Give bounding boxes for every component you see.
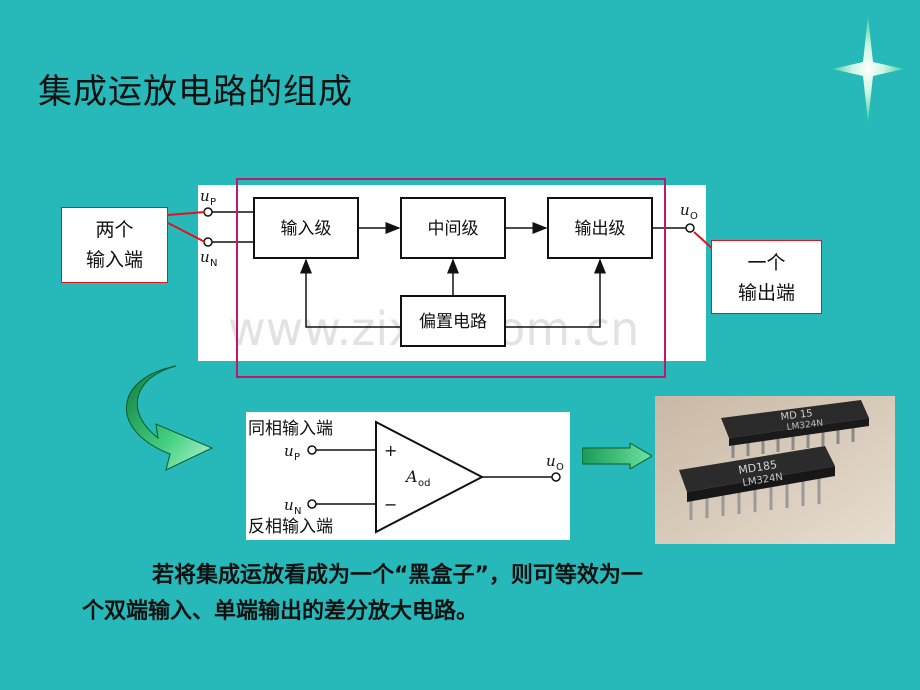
ic-chip-photo: MD 15 LM324N MD185 LM324N [655, 396, 895, 544]
caption-line2: 个双端输入、单端输出的差分放大电路。 [82, 599, 479, 624]
noninverting-input-label: 同相输入端 [248, 419, 333, 439]
minus-sign: − [384, 495, 397, 514]
opamp-uo-sub: O [556, 462, 564, 473]
label-up: u [200, 187, 210, 205]
opamp-un-label: u [284, 496, 294, 514]
sparkle-star-icon [832, 16, 904, 122]
callout-inputs-line1: 两个 [95, 219, 134, 241]
callout-connector-inputs [167, 211, 206, 243]
inverting-input-label: 反相输入端 [248, 517, 333, 537]
opamp-triangle [375, 420, 485, 534]
label-uo: u [680, 201, 690, 219]
opamp-input-p [307, 445, 317, 455]
chip-front: MD185 LM324N [679, 446, 835, 520]
gain-sub: od [418, 478, 430, 489]
opamp-up-label: u [284, 442, 294, 460]
opamp-output [551, 472, 561, 482]
bias-circuit-block [400, 295, 506, 347]
callout-output-line2: 输出端 [737, 282, 795, 304]
callout-connector-output [693, 231, 715, 251]
input-stage-label: 输入级 [281, 219, 332, 239]
highlight-frame [236, 178, 666, 378]
caption: 若将集成运放看成为一个“黑盒子”，则可等效为一 个双端输入、单端输出的差分放大电… [82, 558, 842, 630]
terminal-out [685, 223, 695, 233]
right-arrow-icon [582, 443, 652, 469]
label-up-sub: P [210, 197, 216, 208]
label-un: u [200, 248, 210, 266]
opamp-uo-label: u [546, 452, 556, 470]
opamp-up-sub: P [294, 452, 300, 463]
callout-one-output: 一个 输出端 [711, 240, 822, 314]
block-diagram: www.zixin.com.cn u P u N 输入级 中间级 输出级 偏置电… [200, 187, 698, 356]
bias-circuit-label: 偏置电路 [419, 312, 487, 332]
plus-sign: + [384, 441, 397, 460]
input-stage-block [253, 197, 359, 259]
chip-back-marking2: LM324N [786, 419, 824, 433]
slide-title: 集成运放电路的组成 [38, 72, 353, 112]
label-un-sub: N [210, 258, 217, 269]
chip-back-marking: MD 15 [780, 408, 813, 423]
opamp-un-sub: N [294, 506, 301, 517]
callout-output-line1: 一个 [747, 252, 786, 274]
output-stage-block [547, 197, 653, 259]
chip-front-marking: MD185 [737, 458, 778, 477]
gain-symbol: A [404, 467, 418, 486]
label-uo-sub: O [690, 211, 698, 222]
middle-stage-label: 中间级 [428, 219, 479, 239]
callout-two-inputs: 两个 输入端 [61, 207, 168, 283]
caption-line1: 若将集成运放看成为一个“黑盒子”，则可等效为一 [152, 563, 643, 588]
opamp-symbol: 同相输入端 反相输入端 u P u N + − A od u O [248, 419, 564, 537]
chip-back: MD 15 LM324N [721, 400, 869, 458]
curved-arrow-icon [126, 365, 214, 471]
output-stage-label: 输出级 [575, 219, 626, 239]
opamp-input-n [307, 499, 317, 509]
callout-inputs-line2: 输入端 [85, 249, 143, 271]
